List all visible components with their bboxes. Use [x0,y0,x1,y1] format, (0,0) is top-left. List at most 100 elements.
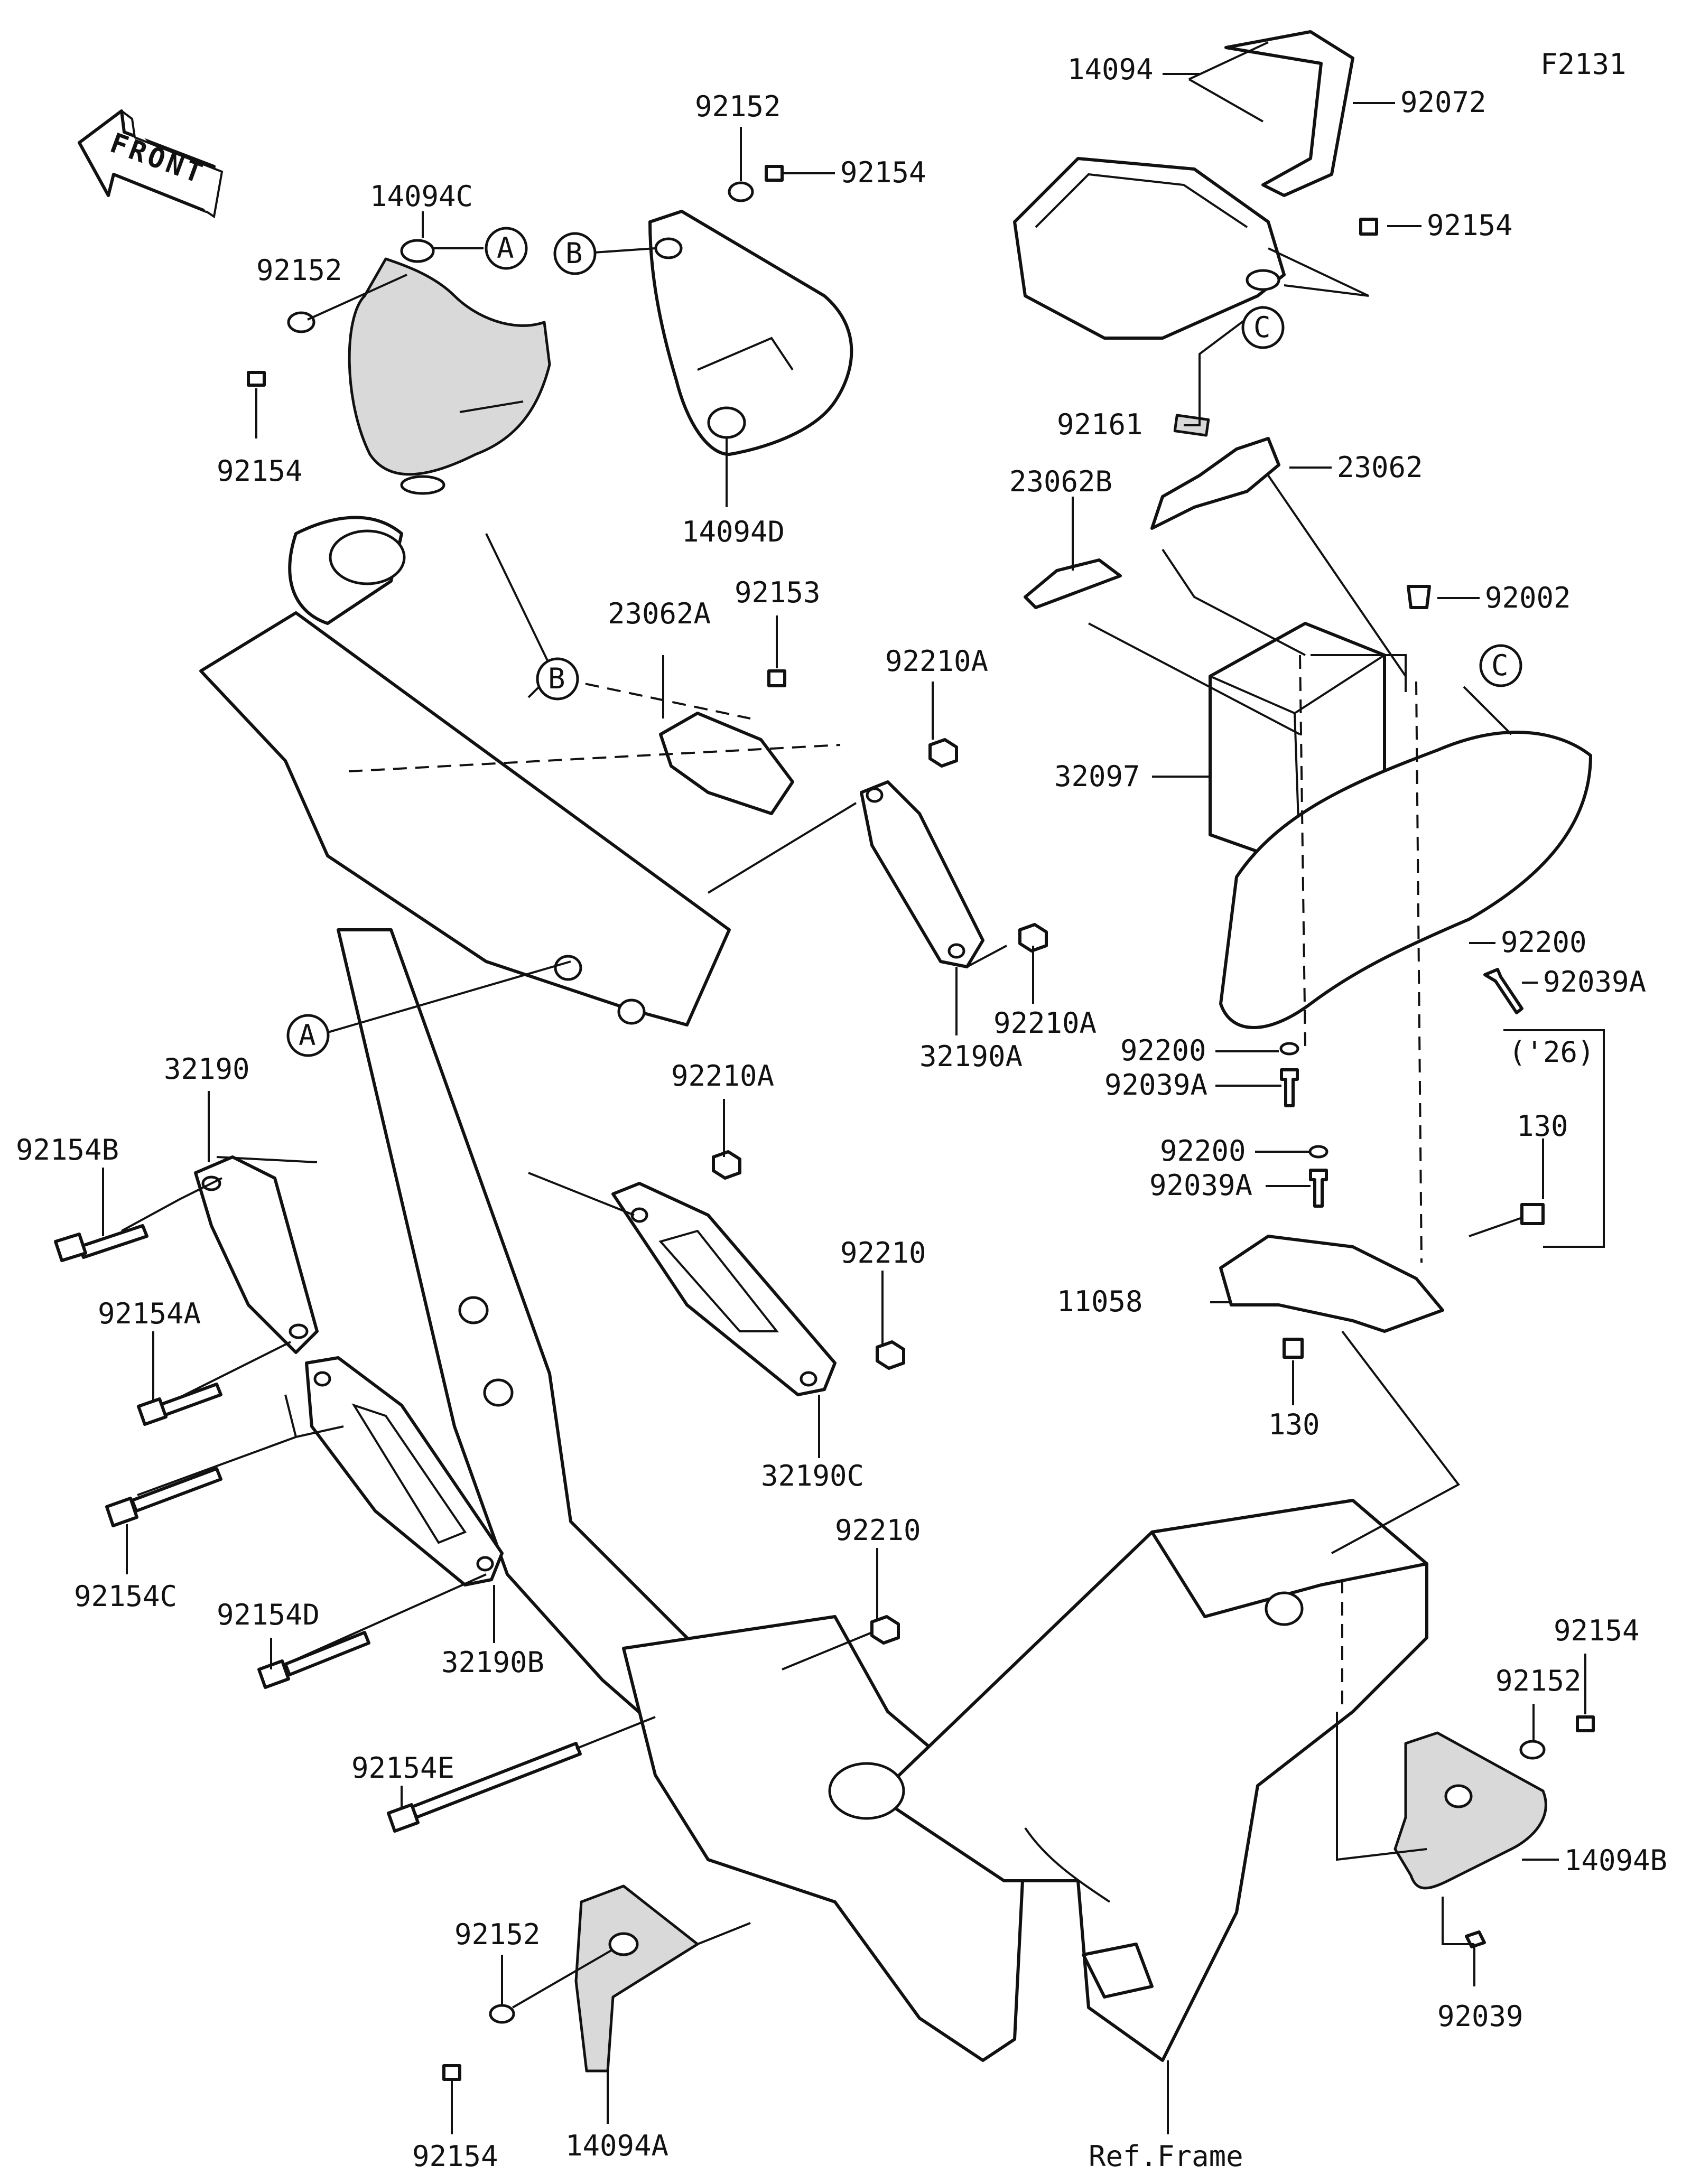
figure-code: F2131 [1540,48,1627,81]
label-23062: 23062 [1337,451,1423,484]
grommet-92200-a [1279,1042,1299,1056]
screw-92154-br [1576,1715,1595,1732]
bolt-92154B [54,1224,148,1262]
cover-14094D [648,210,853,456]
svg-text:B: B [548,662,565,695]
label-92210A-mid: 92210A [671,1059,774,1093]
label-130-bottom: 130 [1268,1408,1320,1441]
label-92154-left: 92154 [217,454,303,488]
bolt-92154D [257,1631,370,1689]
bolt-92154A [137,1383,222,1426]
label-14094D: 14094D [682,515,785,548]
nut-92210-low [870,1615,900,1645]
callout-a-top: A [485,227,528,270]
nut-92210-mid [876,1340,905,1370]
plate-32190A [860,780,984,968]
rivet-92039A-b [1309,1169,1328,1208]
bracket-23062A [659,712,794,815]
nut-92210A-mid [712,1150,741,1180]
callout-c-top: C [1241,306,1285,349]
label-92002: 92002 [1485,581,1571,614]
label-year-note: ('26) [1509,1035,1595,1069]
rivet-92039A-c [1483,968,1523,1014]
label-14094B: 14094B [1564,1844,1667,1877]
label-92154-top-right: 92154 [1427,209,1513,242]
washer-92152-top [728,181,754,202]
label-92154A: 92154A [98,1297,201,1330]
label-130-top: 130 [1517,1109,1568,1143]
cover-14094C [348,239,551,495]
bracket-23062 [1150,437,1280,530]
screw-92154-top [765,165,784,182]
label-92210-mid: 92210 [840,1236,926,1270]
screw-92153 [767,669,786,687]
screw-130-bottom [1283,1338,1304,1359]
label-92154-br: 92154 [1554,1614,1640,1647]
label-92200-c: 92200 [1160,1134,1246,1168]
label-92154D: 92154D [217,1598,320,1631]
label-92200-a: 92200 [1501,926,1587,959]
label-92154C: 92154C [74,1580,177,1613]
label-92039A-a: 92039A [1543,965,1646,998]
screw-92002 [1407,585,1431,609]
label-14094: 14094 [1067,53,1154,86]
washer-92152-br [1519,1740,1546,1760]
label-92210A-right: 92210A [993,1006,1097,1040]
nut-92210A-right [1018,923,1048,953]
svg-text:C: C [1491,649,1509,682]
rear-fender-inner [1219,731,1592,1029]
collar-4 [617,998,646,1025]
screw-92154-top-right [1359,218,1378,236]
label-92152-left: 92152 [256,254,342,287]
battery-band-92072 [1224,30,1354,197]
callout-a-frame: A [286,1014,330,1057]
collar-1 [458,1296,489,1324]
svg-text:C: C [1253,311,1271,344]
label-32190C: 32190C [761,1459,864,1492]
bolt-92154C [105,1467,222,1527]
label-11058: 11058 [1057,1285,1143,1318]
screw-92154-bottom [442,2064,461,2081]
label-92161: 92161 [1057,408,1143,441]
plate-32190 [194,1155,319,1354]
label-32190: 32190 [164,1052,250,1086]
label-92153: 92153 [735,576,821,609]
svg-text:B: B [565,237,583,270]
label-23062B: 23062B [1009,465,1112,498]
label-92154-top: 92154 [840,156,926,189]
bolt-92154E [387,1742,582,1833]
label-92039: 92039 [1437,2000,1523,2033]
label-32190A: 32190A [919,1040,1023,1073]
collar-2 [483,1378,514,1407]
callout-c-right: C [1479,644,1522,687]
label-92152-top: 92152 [695,90,781,123]
callout-b-frame: B [536,657,579,701]
cover-14094A [574,1884,699,2073]
label-92154B: 92154B [16,1133,119,1166]
label-32097: 32097 [1054,760,1140,793]
label-14094C: 14094C [370,180,473,213]
grommet-92200-b [1308,1145,1328,1159]
label-92072: 92072 [1400,86,1486,119]
label-92152-br: 92152 [1495,1664,1582,1697]
cover-14094B [1393,1731,1547,1890]
svg-text:A: A [497,231,514,265]
washer-92152-left [287,311,315,333]
bracket-11058 [1219,1235,1444,1333]
label-92152-bottom: 92152 [454,1918,541,1951]
screw-130-top [1520,1203,1545,1225]
collar-3 [554,955,582,981]
label-23062A: 23062A [608,597,711,630]
nut-92210A-top [928,738,958,768]
rivet-92039A-a [1280,1068,1299,1107]
label-92200-b: 92200 [1120,1034,1206,1067]
label-ref-frame: Ref.Frame [1089,2140,1243,2173]
label-32190B: 32190B [441,1646,544,1679]
label-92039A-c: 92039A [1149,1169,1252,1202]
svg-text:A: A [299,1019,316,1052]
leader-lines [102,41,1605,2134]
frame [199,516,1428,2062]
front-arrow-icon: FRONT [78,109,224,219]
label-92154-bottom: 92154 [412,2140,498,2173]
